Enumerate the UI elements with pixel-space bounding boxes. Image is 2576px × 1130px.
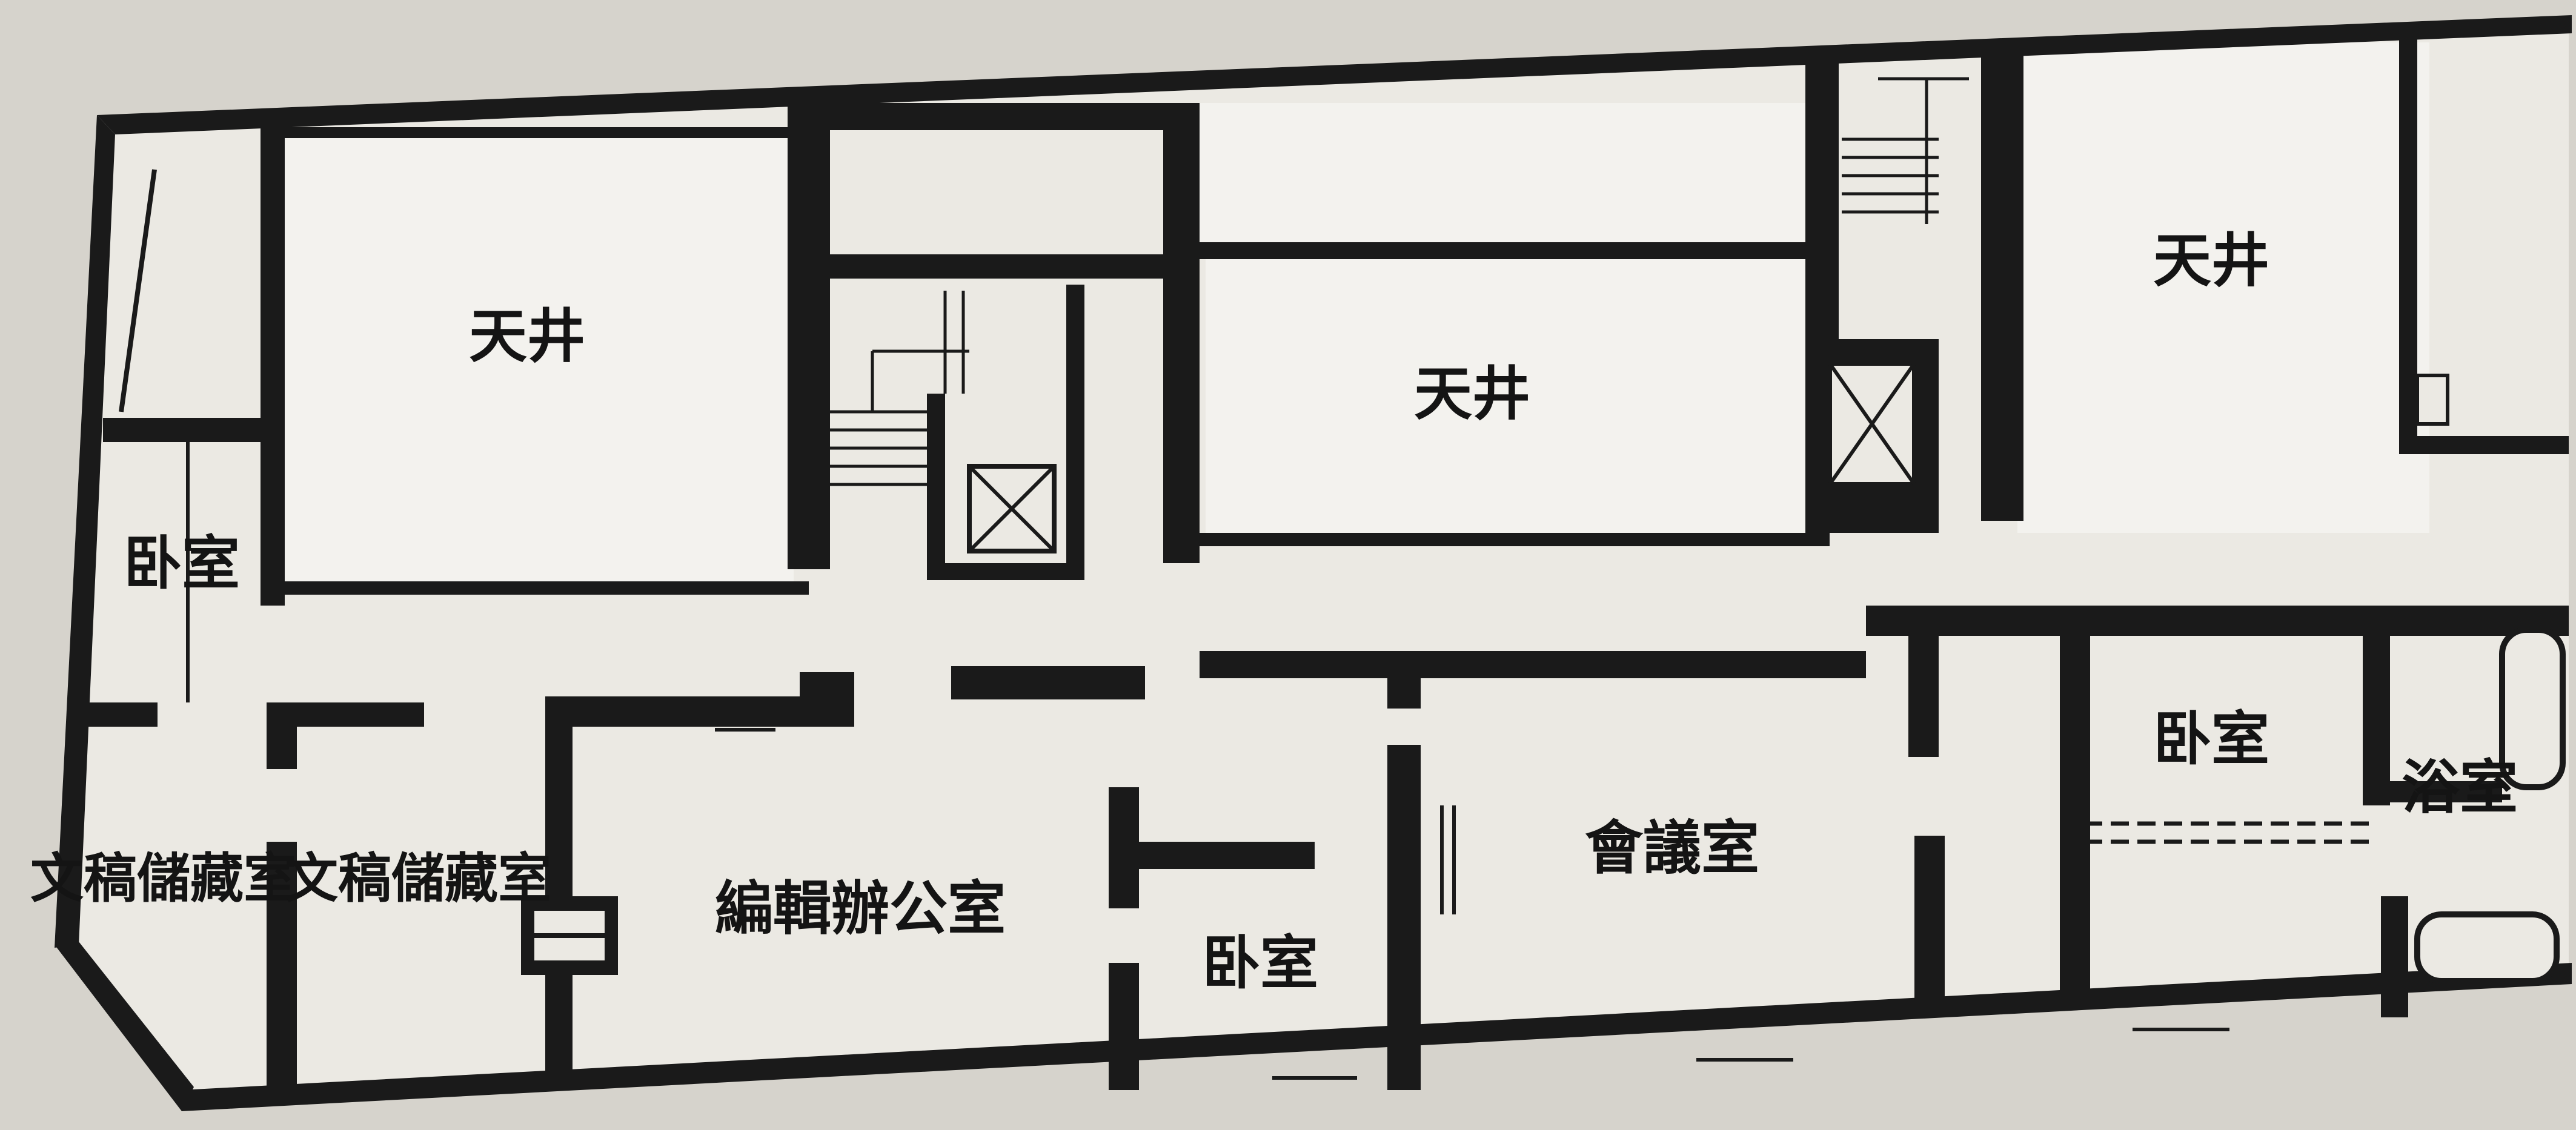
exterior-walls xyxy=(55,15,2572,1111)
skylight-label-1: 天井 xyxy=(469,302,585,371)
room-labels: 天井 天井 天井 卧室 文稿儲藏室 文稿儲藏室 編輯辦公室 卧室 會議室 卧室 … xyxy=(30,226,2518,997)
upper-light-well xyxy=(1200,103,1817,254)
meeting-room-label: 會議室 xyxy=(1585,814,1759,882)
bathroom-label: 浴室 xyxy=(2402,753,2518,822)
south-rooms-walls xyxy=(1109,666,1456,1090)
editorial-office-label: 編輯辦公室 xyxy=(715,874,1006,943)
skylight-2-area xyxy=(1206,248,1817,545)
archive-room-2-label: 文稿儲藏室 xyxy=(285,847,551,910)
archive-room-1-label: 文稿儲藏室 xyxy=(30,847,297,910)
bedroom-center-label: 卧室 xyxy=(1202,929,1318,997)
window-hatching xyxy=(715,610,2290,1080)
west-wing-walls xyxy=(85,103,854,1096)
bedroom-west-label: 卧室 xyxy=(124,529,240,598)
skylight-1-area xyxy=(279,127,794,593)
skylight-3-area xyxy=(2017,42,2429,533)
skylight-label-2: 天井 xyxy=(1414,360,1530,428)
stair-core xyxy=(788,103,1200,709)
bedroom-east-label: 卧室 xyxy=(2153,705,2269,773)
skylight-label-3: 天井 xyxy=(2153,226,2269,295)
east-wing-walls xyxy=(1866,30,2569,1017)
